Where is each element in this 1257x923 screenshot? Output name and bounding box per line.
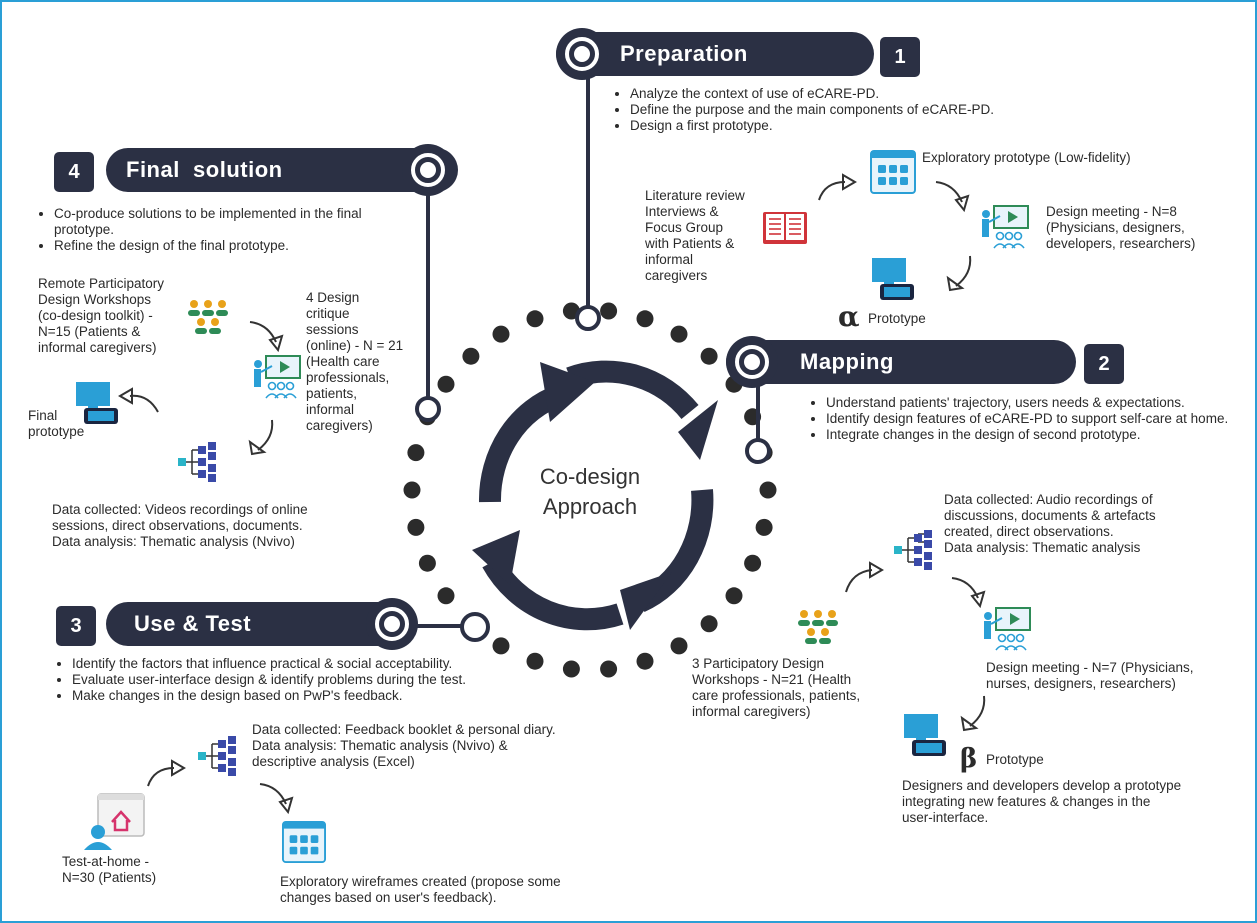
wireframes-label: Exploratory wireframes created (propose … <box>280 874 561 905</box>
use-test-bullet: Make changes in the design based on PwP'… <box>72 688 632 704</box>
mapping-title: Mapping <box>800 349 894 374</box>
preparation-meeting-label: Design meeting - N=8 (Physicians, design… <box>1046 204 1196 251</box>
preparation-input-text: Literature review Interviews & Focus Gro… <box>645 188 745 283</box>
use-test-banner: Use & Test <box>106 602 416 646</box>
preparation-connector-line <box>586 70 590 310</box>
use-test-number: 3 <box>56 606 96 646</box>
preparation-connector-node <box>575 305 601 331</box>
beta-prototype-label: Prototype <box>986 752 1044 767</box>
critique-label: 4 Design critique sessions (online) - N … <box>306 290 404 433</box>
final-connector-line <box>426 186 430 398</box>
mapping-banner: Mapping <box>726 340 1076 384</box>
hierarchy-icon <box>894 530 932 570</box>
devices-icon <box>872 258 914 300</box>
hierarchy-icon <box>178 442 216 482</box>
mapping-number: 2 <box>1084 344 1124 384</box>
alpha-symbol: α <box>838 300 860 333</box>
exploratory-prototype-label: Exploratory prototype (Low-fidelity) <box>922 150 1131 165</box>
curved-arrow-icon <box>960 695 986 732</box>
target-icon <box>726 336 778 388</box>
use-test-data-text: Data collected: Feedback booklet & perso… <box>252 722 556 769</box>
curved-arrow-icon <box>845 561 884 593</box>
center-title: Co-design Approach <box>520 462 660 522</box>
final-number: 4 <box>54 152 94 192</box>
curved-arrow-icon <box>249 321 284 353</box>
curved-arrow-icon <box>818 173 857 201</box>
devices-icon <box>76 382 118 424</box>
final-bullet: Co-produce solutions to be implemented i… <box>54 206 424 238</box>
curved-arrow-icon <box>147 759 186 787</box>
group-icon <box>798 610 838 644</box>
curved-arrow-icon <box>946 255 972 292</box>
group-icon <box>188 300 228 334</box>
mapping-connector-line <box>756 380 760 444</box>
final-bullets: Co-produce solutions to be implemented i… <box>36 206 424 254</box>
home-screen-icon <box>84 793 145 850</box>
presentation-icon <box>982 205 1029 249</box>
curved-arrow-icon <box>118 387 159 413</box>
preparation-bullets: Analyze the context of use of eCARE-PD. … <box>612 86 1190 134</box>
test-at-home-label: Test-at-home - N=30 (Patients) <box>62 854 157 885</box>
target-icon <box>366 598 418 650</box>
use-test-title: Use & Test <box>134 611 252 636</box>
presentation-icon <box>984 607 1031 651</box>
preparation-bullet: Design a first prototype. <box>630 118 1190 134</box>
use-test-connector-node <box>460 612 490 642</box>
final-prototype-label: Final prototype <box>28 408 85 439</box>
alpha-prototype-label: Prototype <box>868 311 926 326</box>
use-test-bullet: Identify the factors that influence prac… <box>72 656 632 672</box>
app-window-icon <box>870 150 916 194</box>
final-banner: Final solution <box>106 148 458 192</box>
center-title-line2: Approach <box>542 494 638 519</box>
mapping-bullets: Understand patients' trajectory, users n… <box>808 395 1257 443</box>
curved-arrow-icon <box>951 577 986 609</box>
mapping-bullet: Integrate changes in the design of secon… <box>826 427 1257 443</box>
center-title-line1: Co-design <box>539 464 641 489</box>
mapping-data-text: Data collected: Audio recordings of disc… <box>944 492 1156 555</box>
curved-arrow-icon <box>248 419 274 456</box>
mapping-connector-node <box>745 438 771 464</box>
mapping-bullet: Understand patients' trajectory, users n… <box>826 395 1257 411</box>
target-icon <box>402 144 454 196</box>
hierarchy-icon <box>198 736 236 776</box>
preparation-title: Preparation <box>620 41 748 66</box>
preparation-number: 1 <box>880 37 920 77</box>
use-test-bullets: Identify the factors that influence prac… <box>54 656 632 704</box>
app-window-icon <box>282 820 326 864</box>
book-icon <box>763 212 807 244</box>
preparation-banner: Preparation <box>556 32 874 76</box>
use-test-bullet: Evaluate user-interface design & identif… <box>72 672 632 688</box>
final-connector-node <box>415 396 441 422</box>
curved-arrow-icon <box>259 783 294 815</box>
beta-symbol: β <box>960 744 978 774</box>
devices-icon <box>904 714 946 756</box>
target-icon <box>556 28 608 80</box>
final-title: Final solution <box>126 157 283 182</box>
preparation-bullet: Define the purpose and the main componen… <box>630 102 1190 118</box>
final-bullet: Refine the design of the final prototype… <box>54 238 424 254</box>
mapping-workshops-label: 3 Participatory Design Workshops - N=21 … <box>692 656 861 719</box>
final-data-text: Data collected: Videos recordings of onl… <box>52 502 308 549</box>
preparation-bullet: Analyze the context of use of eCARE-PD. <box>630 86 1190 102</box>
final-workshops-label: Remote Participatory Design Workshops (c… <box>38 276 165 355</box>
cycle-arrows-icon <box>472 360 718 631</box>
mapping-devs-text: Designers and developers develop a proto… <box>902 778 1182 825</box>
mapping-bullet: Identify design features of eCARE-PD to … <box>826 411 1257 427</box>
mapping-meeting-label: Design meeting - N=7 (Physicians, nurses… <box>986 660 1194 691</box>
curved-arrow-icon <box>935 181 970 213</box>
presentation-icon <box>254 355 301 399</box>
use-test-connector-line <box>400 624 464 628</box>
